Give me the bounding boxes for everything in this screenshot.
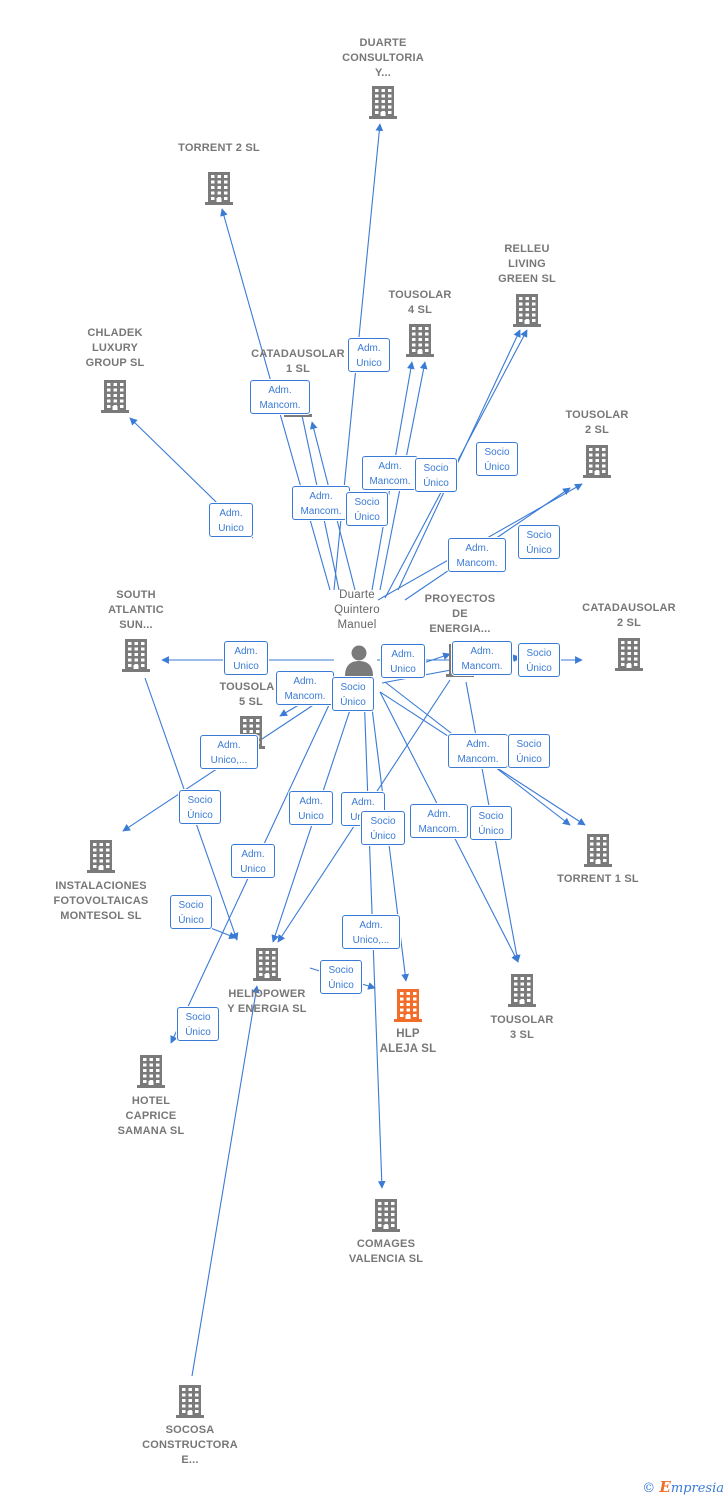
company-node-catadausolar-2[interactable] [614,636,644,677]
role-badge: Socio Único [346,492,388,526]
company-label[interactable]: SOUTH ATLANTIC SUN... [108,589,164,631]
role-badge: Adm. Unico [209,503,253,537]
role-badge: Socio Único [508,734,550,768]
role-badge: Adm. Unico,... [200,735,258,769]
building-icon [615,638,643,671]
building-icon [584,834,612,867]
role-badge: Socio Único [177,1007,219,1041]
company-label[interactable]: PROYECTOS DE ENERGIA... [424,593,496,635]
company-label[interactable]: CHLADEK LUXURY GROUP SL [85,327,145,369]
role-badge: Socio Único [470,806,512,840]
company-label[interactable]: SOCOSA CONSTRUCTORA E... [142,1424,238,1466]
role-badge: Adm. Unico [224,641,268,675]
building-icon [394,989,422,1022]
role-badge: Adm. Unico [231,844,275,878]
building-icon [122,639,150,672]
role-badge: Socio Único [361,811,405,845]
role-badge: Socio Único [518,525,560,559]
role-badge: Socio Único [320,960,362,994]
building-icon [513,294,541,327]
company-label[interactable]: CATADAUSOLAR 2 SL [582,602,676,629]
company-node-torrent-2[interactable] [204,170,234,211]
role-badge: Adm. Unico,... [342,915,400,949]
company-label[interactable]: TOUSOLAR 3 SL [490,1014,554,1041]
company-label[interactable]: TORRENT 2 SL [178,142,260,154]
brand-logo-text: mpresia [670,1481,724,1496]
company-label[interactable]: TORRENT 1 SL [557,873,639,885]
company-node-instalaciones[interactable] [86,838,116,879]
brand-footer: © Empresia [642,1478,724,1496]
role-badge: Adm. Unico [289,791,333,825]
building-icon [583,445,611,478]
company-label[interactable]: COMAGES VALENCIA SL [348,1238,424,1265]
building-icon [253,948,281,981]
company-node-tousolar-3[interactable] [507,972,537,1013]
role-badge: Adm. Mancom. [452,641,512,675]
company-label[interactable]: DUARTE CONSULTORIA Y... [342,37,424,79]
person-icon [345,645,373,676]
company-label[interactable]: TOUSOLAR 5 SL [219,681,283,708]
company-label[interactable]: INSTALACIONES FOTOVOLTAICAS MONTESOL SL [53,880,149,922]
role-badge: Adm. Unico [348,338,390,372]
person-node[interactable] [342,643,376,677]
role-badge: Adm. Mancom. [362,456,418,490]
company-label[interactable]: CATADAUSOLAR 1 SL [251,348,345,375]
company-label[interactable]: TOUSOLAR 4 SL [388,289,452,316]
role-badge: Socio Único [518,643,560,677]
brand-logo-initial: E [659,1478,671,1496]
company-node-hlp-aleja[interactable] [393,987,423,1028]
role-badge: Socio Único [179,790,221,824]
company-node-torrent-1[interactable] [583,832,613,873]
company-label[interactable]: TOUSOLAR 2 SL [565,409,629,436]
building-icon [101,380,129,413]
company-node-hotel-caprice[interactable] [136,1053,166,1094]
company-label[interactable]: RELLEU LIVING GREEN SL [498,243,556,285]
company-label[interactable]: HELIOPOWER Y ENERGIA SL [227,988,307,1015]
building-icon [508,974,536,1007]
company-node-tousolar-2[interactable] [582,443,612,484]
role-badge: Socio Único [415,458,457,492]
company-node-tousolar-4[interactable] [405,322,435,363]
company-node-socosa[interactable] [175,1383,205,1424]
copyright-symbol: © [642,1481,656,1496]
building-icon [372,1199,400,1232]
company-node-relleu-living[interactable] [512,292,542,333]
role-badge: Socio Único [170,895,212,929]
building-icon [176,1385,204,1418]
relationship-edge [397,329,521,591]
role-badge: Socio Único [476,442,518,476]
building-icon [205,172,233,205]
building-icon [137,1055,165,1088]
role-badge: Adm. Mancom. [292,486,350,520]
role-badge: Adm. Mancom. [448,538,506,572]
building-icon [406,324,434,357]
role-badge: Adm. Mancom. [276,671,334,705]
relationship-edge [191,985,260,1377]
person-name: Duarte Quintero Manuel [334,589,380,631]
role-badge: Socio Único [332,677,374,711]
company-label[interactable]: HOTEL CAPRICE SAMANA SL [117,1095,185,1137]
company-node-duarte-consultoria[interactable] [368,84,398,125]
company-node-heliopower[interactable] [252,946,282,987]
building-icon [369,86,397,119]
role-badge: Adm. Unico [381,644,425,678]
building-icon [87,840,115,873]
company-node-chladek[interactable] [100,378,130,419]
role-badge: Adm. Mancom. [250,380,310,414]
company-label[interactable]: HLP ALEJA SL [379,1028,437,1055]
role-badge: Adm. Mancom. [410,804,468,838]
role-badge: Adm. Mancom. [448,734,508,768]
company-node-comages[interactable] [371,1197,401,1238]
company-node-south-atlantic[interactable] [121,637,151,678]
